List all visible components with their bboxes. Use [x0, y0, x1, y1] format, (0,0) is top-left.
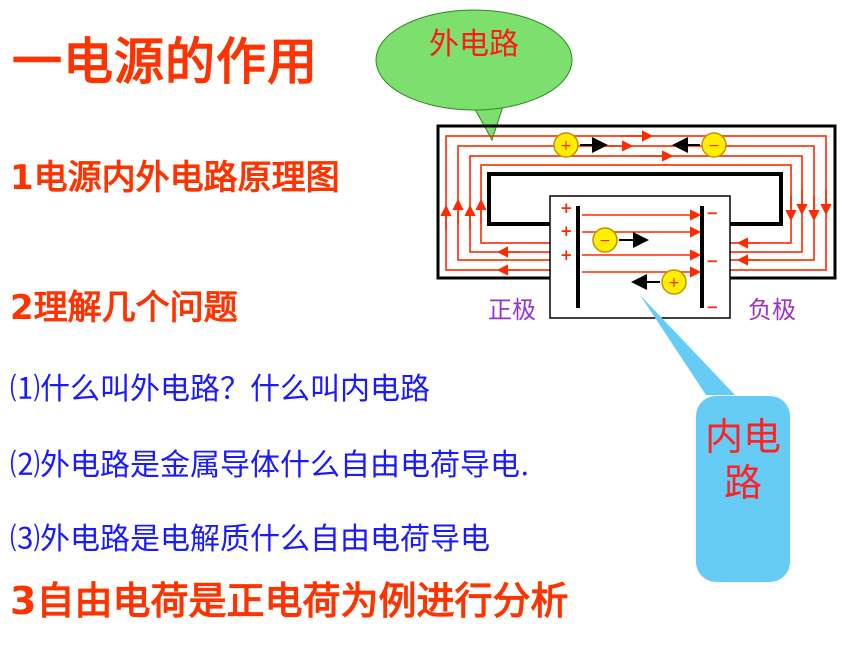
- negative-pole-label: 负极: [748, 296, 796, 324]
- positive-pole-label: 正极: [488, 296, 536, 324]
- page-title: 一电源的作用: [12, 33, 318, 91]
- inner-circuit-label: 内电路: [704, 415, 781, 505]
- question-3: ⑶外电路是电解质什么自由电荷导电: [10, 522, 490, 557]
- positive-charge-inner: +: [631, 269, 687, 295]
- negative-charge-inner: −: [592, 227, 649, 253]
- plate-minus-sign: −: [706, 252, 719, 270]
- plate-plus-sign: +: [560, 222, 573, 240]
- plate-plus-sign: +: [560, 199, 573, 217]
- svg-text:−: −: [708, 138, 720, 154]
- outer-circuit-label: 外电路: [429, 27, 519, 62]
- negative-charge-outer: −: [672, 132, 727, 158]
- plate-minus-sign: −: [706, 298, 719, 316]
- svg-text:+: +: [560, 138, 572, 154]
- section-1-heading: 1电源内外电路原理图: [10, 158, 340, 198]
- section-2-heading: 2理解几个问题: [10, 288, 238, 328]
- charges: + − − +: [553, 132, 727, 295]
- outer-circuit-bubble: [375, 9, 573, 142]
- current-arrows: [440, 130, 832, 276]
- plate-plus-sign: +: [560, 246, 573, 264]
- svg-text:+: +: [668, 275, 680, 291]
- question-1: ⑴什么叫外电路？什么叫内电路: [10, 372, 430, 407]
- inner-circuit-bubble: [640, 295, 790, 582]
- section-3-heading: 3自由电荷是正电荷为例进行分析: [10, 579, 569, 623]
- svg-text:−: −: [599, 233, 611, 249]
- battery-box: + + + − − −: [549, 195, 731, 319]
- positive-charge-outer: +: [553, 132, 608, 158]
- question-2: ⑵外电路是金属导体什么自由电荷导电.: [10, 448, 530, 483]
- plate-minus-sign: −: [706, 204, 719, 222]
